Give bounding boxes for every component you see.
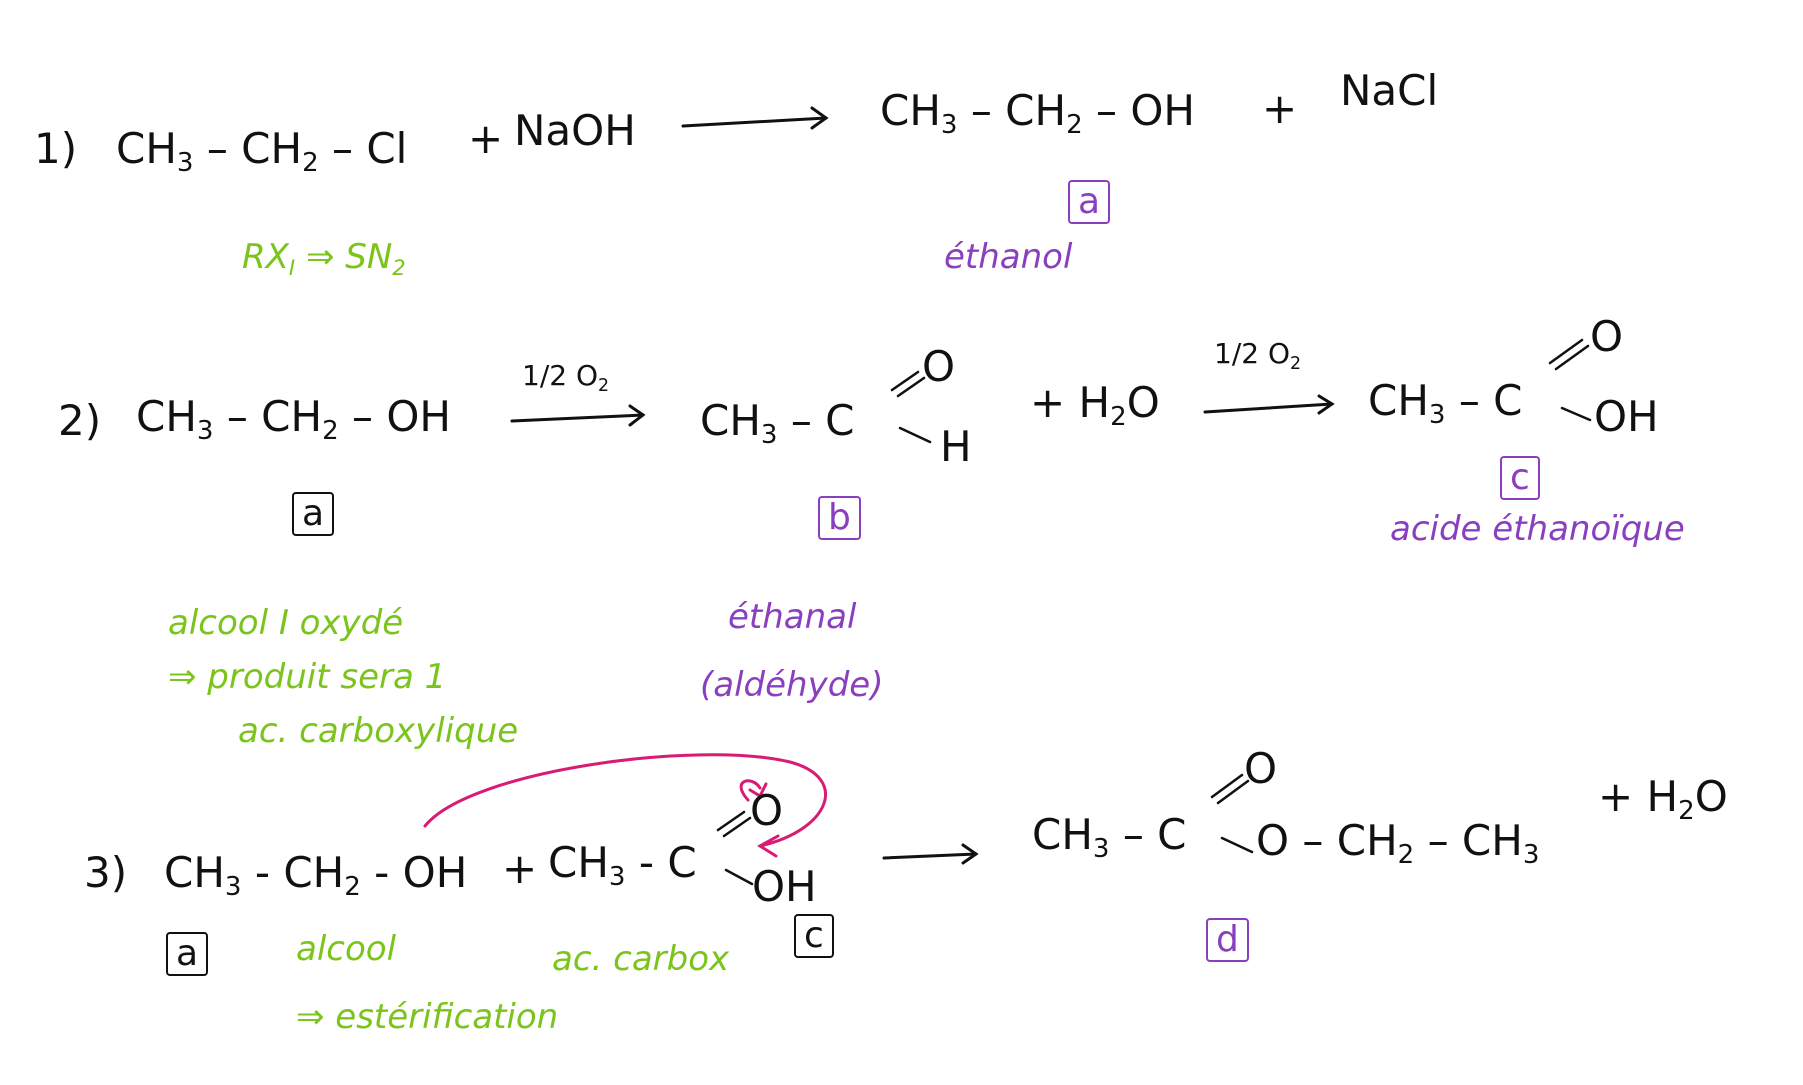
ester-carbonyl-oxygen: O <box>1244 744 1278 793</box>
reaction1-reactant: CH3 – CH2 – Cl <box>116 124 408 179</box>
reaction1-product-label: a <box>1068 180 1111 224</box>
esterification-mechanism-arrow <box>423 753 827 858</box>
reaction1-arrow <box>681 106 829 130</box>
product-c-oxygen: O <box>1590 312 1624 361</box>
reaction2-note-line-2: ⇒ produit sera 1 <box>168 657 447 697</box>
reaction2-condition-2: 1/2 O2 <box>1214 337 1302 374</box>
reaction3-note-alcohol: alcool <box>296 929 397 969</box>
product-b-class: (aldéhyde) <box>700 665 884 705</box>
reaction1-plus-2: + <box>1262 84 1298 133</box>
reaction3-number: 3) <box>84 848 128 897</box>
bond-lines <box>716 338 1592 886</box>
ester-label: d <box>1206 918 1249 962</box>
product-c-label: c <box>1500 456 1540 500</box>
ester-formula-right: O – CH2 – CH3 <box>1256 816 1540 871</box>
reaction2-water: + H2O <box>1030 378 1160 433</box>
reaction2-condition-1: 1/2 O2 <box>522 359 610 396</box>
product-b-formula: CH3 – C <box>700 396 855 451</box>
reaction3-acid: CH3 - C <box>548 838 697 893</box>
reaction2-reactant-label: a <box>292 492 335 536</box>
reaction2-reactant: CH3 – CH2 – OH <box>136 392 451 447</box>
reaction2-note-line-3: ac. carboxylique <box>238 711 519 751</box>
ester-formula-left: CH3 – C <box>1032 810 1187 865</box>
product-b-name: éthanal <box>728 597 857 637</box>
product-b-oxygen: O <box>922 342 956 391</box>
reaction3-note-esterification: ⇒ estérification <box>296 997 559 1037</box>
product-c-hydroxyl: OH <box>1594 392 1659 441</box>
product-c-formula: CH3 – C <box>1368 376 1523 431</box>
reaction1-plus: + <box>468 114 504 163</box>
reaction3-note-acid: ac. carbox <box>552 939 730 979</box>
reaction1-product-name: éthanol <box>944 237 1073 277</box>
product-c-name: acide éthanoïque <box>1390 509 1685 549</box>
reaction3-alcohol-label: a <box>166 932 209 976</box>
reaction3-acid-hydroxyl: OH <box>752 862 817 911</box>
reaction3-acid-oxygen: O <box>750 786 784 835</box>
reaction2-number: 2) <box>58 396 102 445</box>
reaction2-note-line-1: alcool I oxydé <box>168 603 404 643</box>
reaction1-reagent: NaOH <box>514 106 636 155</box>
reaction3-water: + H2O <box>1598 772 1728 827</box>
reaction3-arrow <box>882 843 979 865</box>
reaction3-plus: + <box>502 844 538 893</box>
product-b-hydrogen: H <box>940 422 972 471</box>
reaction3-alcohol: CH3 - CH2 - OH <box>164 848 468 903</box>
reaction1-number: 1) <box>34 124 78 173</box>
reaction3-acid-label: c <box>794 914 834 958</box>
reaction1-note: RXI ⇒ SN2 <box>242 237 406 280</box>
reaction2-arrow-2 <box>1203 394 1335 415</box>
reaction1-byproduct: NaCl <box>1340 66 1439 115</box>
reaction2-arrow-1 <box>510 404 646 427</box>
reaction1-product: CH3 – CH2 – OH <box>880 86 1195 141</box>
product-b-label: b <box>818 496 861 540</box>
